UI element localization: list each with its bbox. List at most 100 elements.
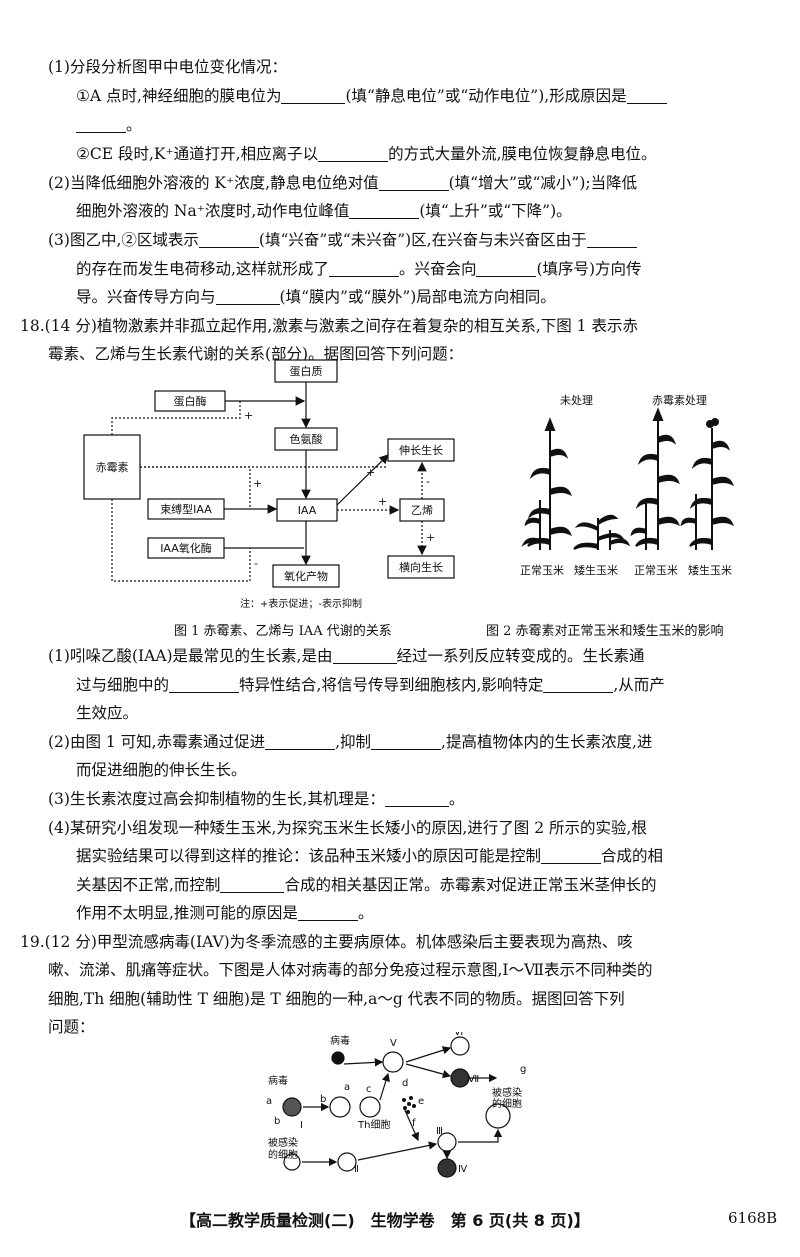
infected-cell-1	[283, 1153, 301, 1171]
answer-blank[interactable]	[297, 904, 358, 921]
answer-blank[interactable]	[328, 260, 399, 277]
text: (2)由图 1 可知,赤霉素通过促进	[48, 733, 266, 751]
text: (3)图乙中,②区域表示	[48, 231, 199, 249]
box-gibberellin	[83, 434, 141, 500]
text: 关基因不正常,而控制	[76, 876, 221, 894]
q17-part3-cont: 的存在而发生电荷移动,这样就形成了。兴奋会向(填序号)方向传	[76, 258, 642, 280]
q18-part2: (2)由图 1 可知,赤霉素通过促进 ,抑制 ,提高植物体内的生长素浓度,进	[48, 731, 652, 753]
text: (1)吲哚乙酸(IAA)是最常见的生长素,是由	[48, 647, 333, 665]
text: ,抑制	[335, 733, 372, 751]
label-infected-2b: 的细胞	[492, 1097, 522, 1110]
answer-blank[interactable]	[220, 876, 285, 893]
cell-IV	[437, 1158, 457, 1178]
text: (2)当降低细胞外溶液的 K⁺浓度,静息电位绝对值	[48, 174, 379, 192]
q18-part4: (4)某研究小组发现一种矮生玉米,为探究玉米生长矮小的原因,进行了图 2 所示的…	[48, 819, 647, 837]
q17-part2: (2)当降低细胞外溶液的 K⁺浓度,静息电位绝对值(填“增大”或“减小”);当降…	[48, 172, 637, 194]
arrow	[405, 1063, 452, 1079]
cell-II	[337, 1152, 357, 1172]
text: (填“上升”或“下降”)。	[419, 202, 572, 220]
label-I: Ⅰ	[300, 1120, 303, 1131]
label-normal-2: 正常玉米	[634, 564, 678, 577]
cell-VII	[450, 1068, 470, 1088]
label-elongation: 伸长生长	[399, 443, 443, 457]
arrow	[379, 1072, 390, 1101]
label-II: Ⅱ	[354, 1164, 359, 1175]
label-infected-1b: 的细胞	[268, 1148, 298, 1161]
figure-2-caption: 图 2 赤霉素对正常玉米和矮生玉米的影响	[486, 624, 724, 639]
legend-note: 注：+表示促进；-表示抑制	[240, 597, 362, 610]
answer-blank[interactable]	[349, 202, 420, 219]
text: 过与细胞中的	[76, 676, 170, 694]
text: ②CE 段时,K⁺通道打开,相应离子以	[76, 145, 319, 163]
q18-part4-cont2: 关基因不正常,而控制合成的相关基因正常。赤霉素对促进正常玉米茎伸长的	[76, 874, 656, 896]
page-footer: 【高二教学质量检测(二) 生物学卷 第 6 页(共 8 页)】	[180, 1211, 590, 1230]
figure-2-maize: 未处理 赤霉素处理	[520, 394, 734, 577]
text: 。	[448, 790, 465, 808]
answer-blank[interactable]	[76, 116, 126, 133]
label-VI: Ⅵ	[454, 1032, 463, 1038]
label-f: f	[412, 1118, 416, 1129]
plant-normal-untreated	[527, 417, 572, 550]
q19-intro-2: 嗽、流涕、肌痛等症状。下图是人体对病毒的部分免疫过程示意图,Ⅰ～Ⅶ表示不同种类的	[48, 961, 653, 979]
label-virus-1: 病毒	[330, 1034, 350, 1047]
sign-plus: +	[244, 409, 253, 422]
answer-blank[interactable]	[626, 87, 667, 104]
label-untreated: 未处理	[560, 394, 593, 407]
label-th: Th细胞	[357, 1118, 390, 1131]
cell-VI	[450, 1036, 470, 1056]
figure-immune-process: 病毒 病毒 被感染 的细胞 被感染 的细胞 Th细胞 Ⅰ Ⅱ Ⅲ Ⅳ Ⅴ Ⅵ Ⅶ…	[266, 1032, 526, 1178]
plant-normal-untreated-2	[521, 500, 541, 550]
text: 。	[357, 904, 374, 922]
text: ,提高植物体内的生长素浓度,进	[441, 733, 653, 751]
sign-plus: +	[366, 466, 375, 479]
dotted-gib-oxidase	[111, 499, 251, 582]
label-ethylene: 乙烯	[411, 504, 433, 517]
answer-blank[interactable]	[332, 647, 397, 664]
figure-1-hormone-diagram: 蛋白质 蛋白酶 色氨酸 赤霉素 伸长生长 束缚型IAA IAA 乙烯 IAA氧化…	[83, 359, 455, 610]
q18-part3: (3)生长素浓度过高会抑制植物的生长,其机理是：。	[48, 788, 464, 810]
label-b-2: b	[320, 1094, 326, 1105]
text: 作用不太明显,推测可能的原因是	[76, 904, 298, 922]
answer-blank[interactable]	[318, 145, 389, 162]
answer-blank[interactable]	[265, 733, 336, 750]
answer-blank[interactable]	[169, 676, 240, 693]
answer-blank[interactable]	[543, 676, 614, 693]
text: 细胞外溶液的 Na⁺浓度时,动作电位峰值	[76, 202, 350, 220]
answer-blank[interactable]	[215, 288, 280, 305]
answer-blank[interactable]	[541, 847, 602, 864]
text: 的方式大量外流,膜电位恢复静息电位。	[388, 145, 657, 163]
arrow	[405, 1046, 452, 1063]
label-protein: 蛋白质	[290, 364, 323, 378]
label-lateral: 横向生长	[399, 560, 443, 574]
answer-blank[interactable]	[378, 174, 449, 191]
q17-part3: (3)图乙中,②区域表示(填“兴奋”或“未兴奋”)区,在兴奋与未兴奋区由于	[48, 229, 637, 251]
arrow	[403, 1107, 419, 1142]
label-d: d	[402, 1078, 408, 1089]
answer-blank[interactable]	[198, 231, 259, 248]
cell-Th	[359, 1096, 381, 1118]
label-virus-2: 病毒	[268, 1074, 288, 1087]
text: 。	[126, 116, 142, 134]
text: (填“静息电位”或“动作电位”),形成原因是	[345, 87, 627, 105]
text: 据实验结果可以得到这样的推论：该品种玉米矮小的原因可能是控制	[76, 847, 542, 865]
label-gibberellin: 赤霉素	[96, 461, 129, 474]
label-e: e	[418, 1096, 424, 1107]
sign-minus: -	[426, 475, 430, 488]
label-oxidation-product: 氧化产物	[284, 569, 328, 583]
label-g: g	[520, 1064, 526, 1075]
answer-blank[interactable]	[371, 733, 442, 750]
text: 。兴奋会向	[398, 260, 477, 278]
label-V: Ⅴ	[390, 1038, 397, 1049]
answer-blank[interactable]	[476, 260, 537, 277]
text: 合成的相	[601, 847, 664, 865]
q17-part2-cont: 细胞外溶液的 Na⁺浓度时,动作电位峰值 (填“上升”或“下降”)。	[76, 200, 572, 222]
answer-blank[interactable]	[586, 231, 637, 248]
sign-plus: +	[426, 531, 435, 544]
arrow-iaa-elongation	[336, 454, 389, 506]
answer-blank[interactable]	[384, 790, 449, 807]
q19-intro-3: 细胞,Th 细胞(辅助性 T 细胞)是 T 细胞的一种,a～g 代表不同的物质。…	[48, 990, 625, 1008]
answer-blank[interactable]	[281, 87, 346, 104]
paper-code: 6168B	[728, 1209, 778, 1227]
label-normal-1: 正常玉米	[520, 564, 564, 577]
